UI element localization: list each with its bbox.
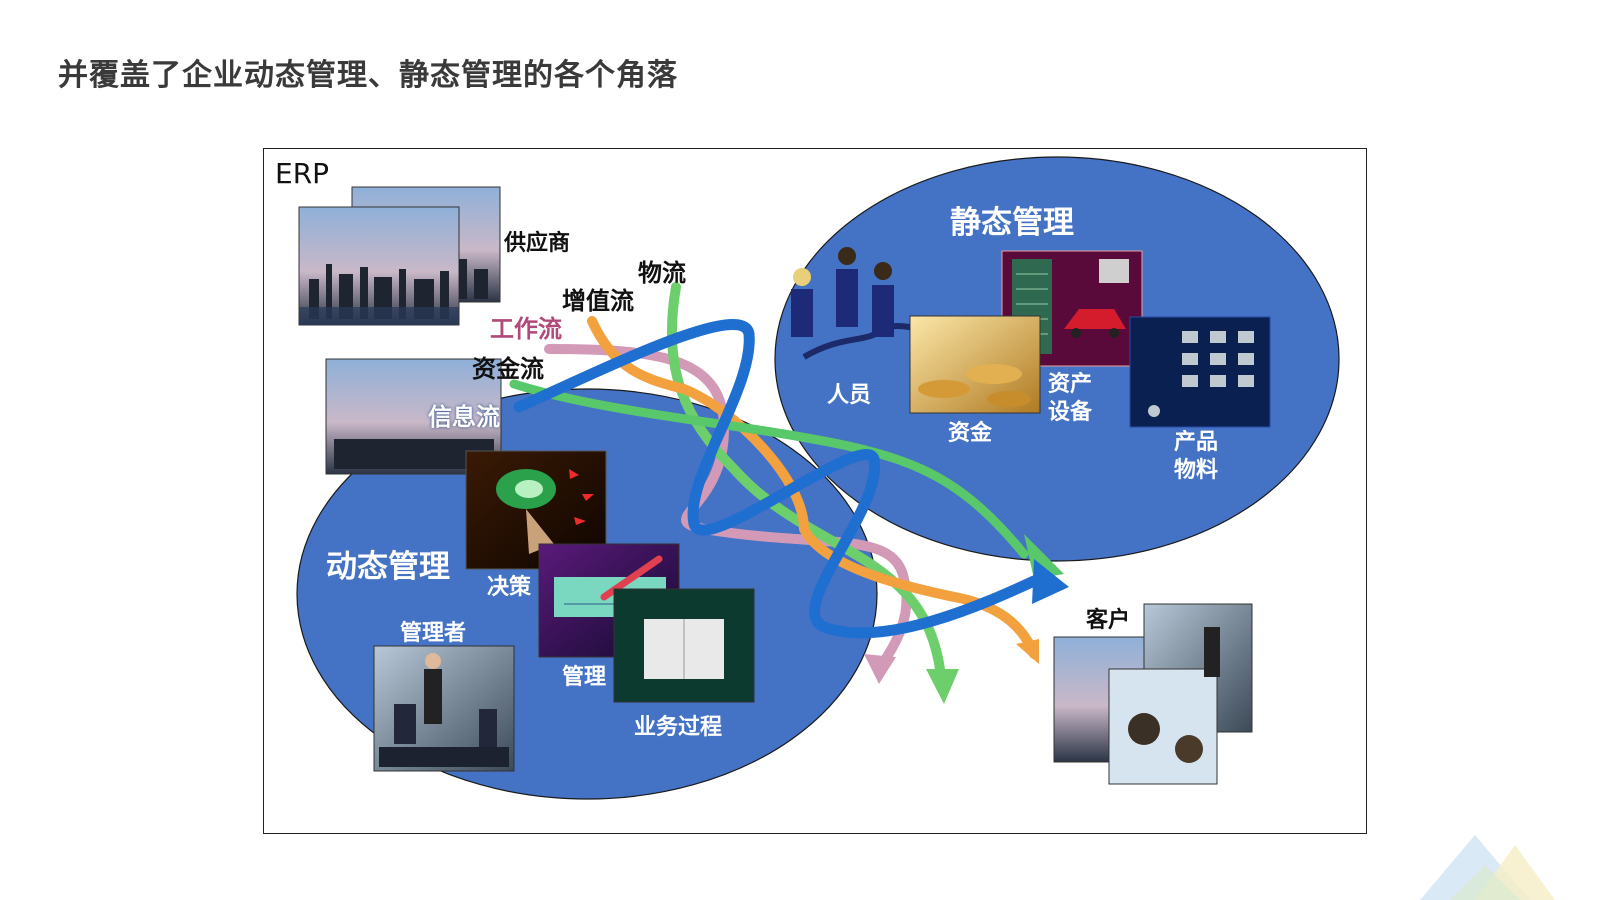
information-flow-label: 信息流 <box>428 397 500 432</box>
business-process-photo <box>614 589 754 702</box>
value-added-flow-label: 增值流 <box>562 281 634 316</box>
erp-diagram: ERP 静态管理 动态管理 物流 增值流 工作流 资金流 信息流 供应商 人员 … <box>263 148 1367 834</box>
static-management-label: 静态管理 <box>950 197 1074 242</box>
personnel-label: 人员 <box>827 377 871 409</box>
assets-equipment-label: 资产 设备 <box>1048 371 1092 427</box>
customer-photo <box>1054 604 1252 784</box>
funds-photo <box>910 316 1040 413</box>
dynamic-management-label: 动态管理 <box>326 541 450 586</box>
workflow-arrowhead <box>864 654 896 684</box>
slide-title: 并覆盖了企业动态管理、静态管理的各个角落 <box>58 50 678 94</box>
products-materials-label: 产品 物料 <box>1174 429 1218 485</box>
logistics-label: 物流 <box>638 253 686 288</box>
supplier-label: 供应商 <box>504 225 570 257</box>
funds-label: 资金 <box>948 415 992 447</box>
erp-label: ERP <box>275 157 329 190</box>
manager-photo <box>374 646 514 771</box>
management-node-label: 管理 <box>562 659 606 691</box>
capital-flow-label: 资金流 <box>472 349 544 384</box>
diagram-canvas <box>264 149 1366 833</box>
products-materials-photo <box>1130 317 1270 427</box>
workflow-label: 工作流 <box>490 309 562 344</box>
decision-label: 决策 <box>487 569 531 601</box>
manager-label: 管理者 <box>400 615 466 647</box>
business-process-label: 业务过程 <box>634 709 722 741</box>
value-added-arrowhead <box>1016 639 1039 664</box>
decorative-triangles <box>1300 825 1600 900</box>
logistics-arrowhead <box>926 669 959 704</box>
customer-label: 客户 <box>1086 602 1130 634</box>
